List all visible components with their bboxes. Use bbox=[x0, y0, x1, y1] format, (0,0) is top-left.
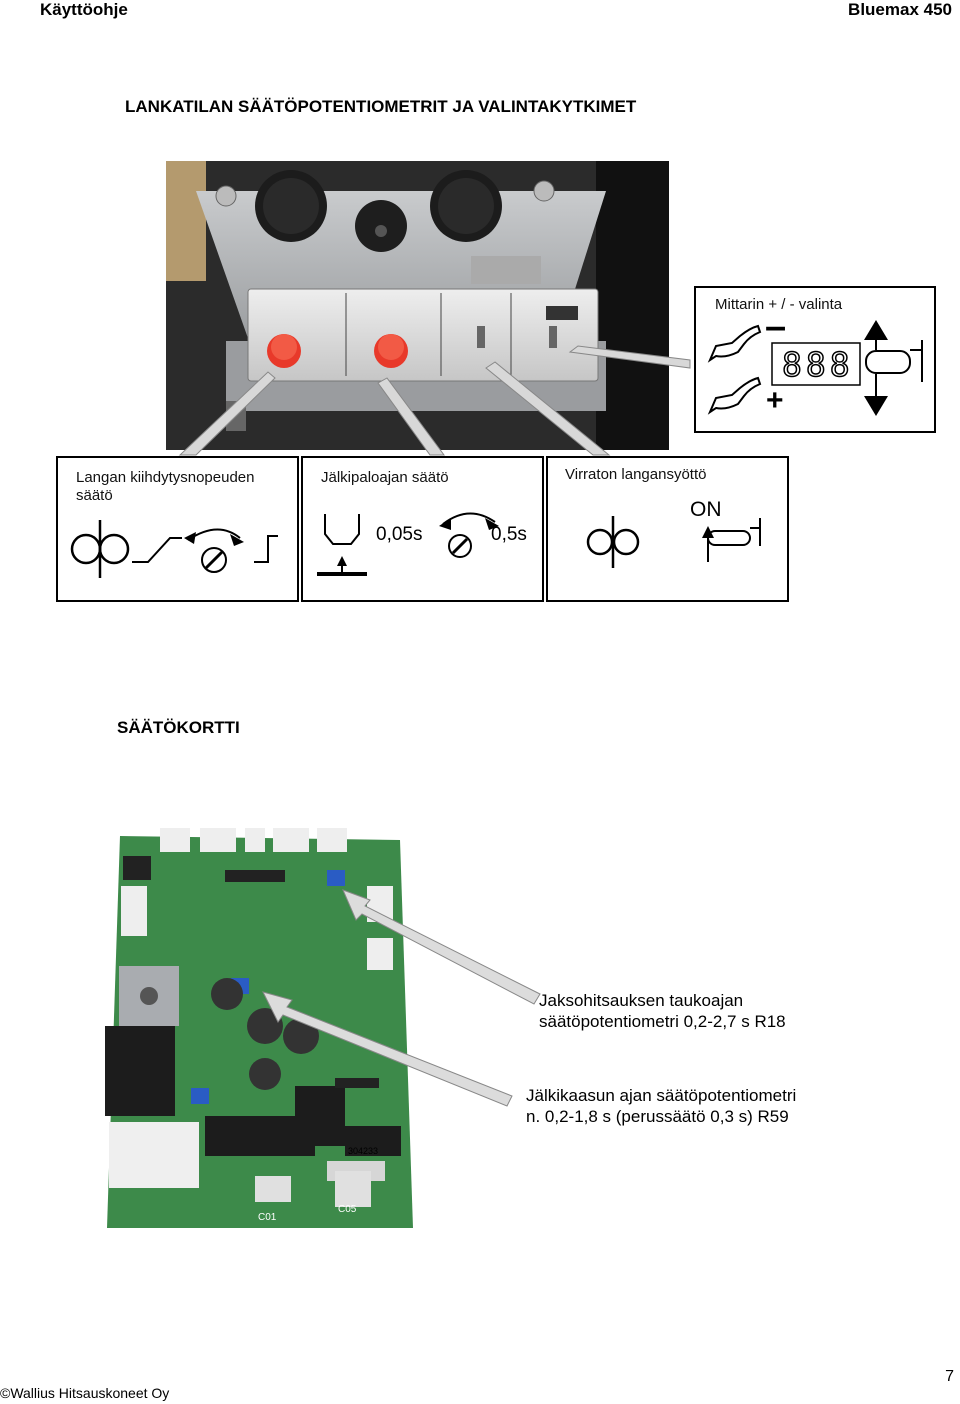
section-title-control-board: SÄÄTÖKORTTI bbox=[117, 718, 240, 737]
board-arrows-layer bbox=[262, 889, 541, 1107]
burnback-max: 0,5s bbox=[491, 524, 527, 545]
burnback-min: 0,05s bbox=[376, 524, 423, 545]
board-part-number: 304233 bbox=[348, 1146, 379, 1156]
plus-sign: + bbox=[766, 384, 784, 417]
inching-on-label: ON bbox=[690, 498, 722, 521]
header-title: Käyttöohje bbox=[40, 0, 128, 19]
r59-callout-line2: n. 0,2-1,8 s (perussäätö 0,3 s) R59 bbox=[526, 1107, 789, 1126]
wire-acceleration-label-2: säätö bbox=[76, 487, 113, 504]
r18-callout-line2: säätöpotentiometri 0,2-2,7 s R18 bbox=[539, 1012, 786, 1031]
wire-feed-photo bbox=[166, 161, 669, 450]
header-model: Bluemax 450 bbox=[848, 0, 952, 19]
meter-selection-box: Mittarin + / - valinta 888 – + bbox=[694, 286, 936, 433]
meter-selection-diagram bbox=[707, 320, 923, 416]
wire-acceleration-symbol bbox=[70, 520, 278, 578]
burnback-symbol bbox=[317, 512, 499, 576]
board-label-c05: C05 bbox=[338, 1204, 357, 1215]
page-number: 7 bbox=[945, 1368, 954, 1385]
board-label-c01: C01 bbox=[258, 1212, 277, 1223]
wire-inching-label: Virraton langansyöttö bbox=[565, 466, 707, 483]
wire-inching-panel: Virraton langansyöttö ON bbox=[546, 456, 789, 602]
control-board-photo: 304233 C01 C05 bbox=[105, 826, 418, 1228]
wire-acceleration-panel: Langan kiihdytysnopeuden säätö bbox=[56, 456, 299, 602]
burnback-label: Jälkipaloajan säätö bbox=[321, 469, 449, 486]
r59-callout: Jälkikaasun ajan säätöpotentiometri n. 0… bbox=[526, 1085, 796, 1127]
meter-selection-label: Mittarin + / - valinta bbox=[715, 296, 843, 313]
meter-display: 888 bbox=[781, 344, 854, 385]
burnback-panel: Jälkipaloajan säätö 0,05s 0,5s bbox=[301, 456, 544, 602]
r18-callout-line1: Jaksohitsauksen taukoajan bbox=[539, 991, 744, 1010]
wire-inching-symbol bbox=[586, 516, 761, 568]
wire-acceleration-label: Langan kiihdytysnopeuden bbox=[76, 469, 255, 486]
arrows-layer bbox=[178, 345, 691, 456]
section-title-wire-feed: LANKATILAN SÄÄTÖPOTENTIOMETRIT JA VALINT… bbox=[125, 97, 637, 116]
footer-copyright: ©Wallius Hitsauskoneet Oy bbox=[0, 1385, 170, 1401]
r59-callout-line1: Jälkikaasun ajan säätöpotentiometri bbox=[526, 1086, 797, 1105]
minus-sign: – bbox=[765, 306, 787, 348]
r18-callout: Jaksohitsauksen taukoajan säätöpotentiom… bbox=[539, 990, 786, 1032]
